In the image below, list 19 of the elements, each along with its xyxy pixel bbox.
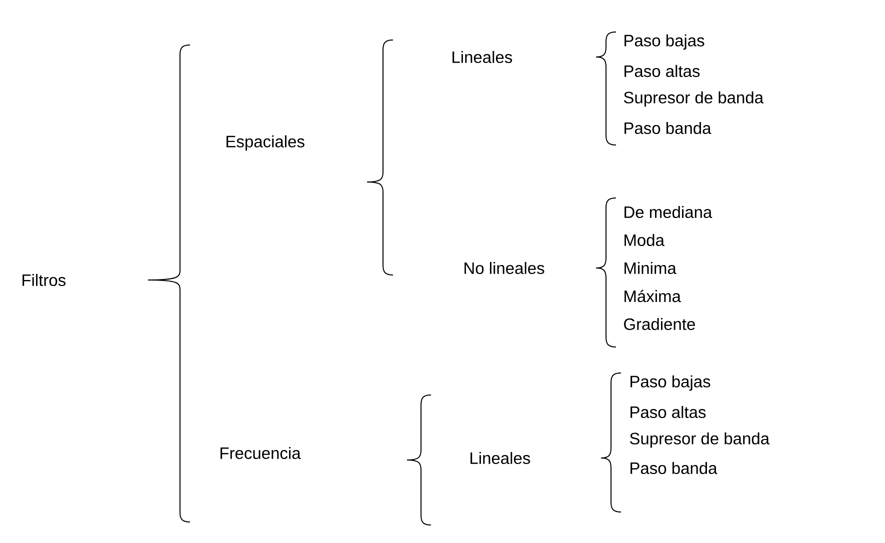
label-text: Supresor de banda	[630, 432, 770, 448]
label-text: De mediana	[624, 206, 712, 218]
label-text: Máxima	[624, 290, 681, 302]
label-text: Frecuencia	[220, 446, 301, 460]
label-text: Lineales	[452, 50, 512, 64]
label-text: Paso altas	[630, 406, 706, 418]
label-text: Paso banda	[630, 462, 718, 474]
label-text: Filtros	[22, 274, 66, 286]
label-text: Moda	[624, 234, 664, 246]
label-text: Paso banda	[624, 122, 712, 134]
label-text: Paso bajas	[624, 34, 704, 50]
label-text: Gradiente	[624, 318, 695, 330]
label-text: Lineales	[470, 452, 530, 464]
label-text: Supresor de banda	[624, 91, 764, 107]
label-text: Paso bajas	[630, 375, 710, 391]
label-text: Paso altas	[624, 64, 700, 78]
label-text: Espaciales	[226, 135, 304, 151]
label-text: Minima	[624, 262, 676, 274]
label-text: No lineales	[464, 262, 544, 274]
